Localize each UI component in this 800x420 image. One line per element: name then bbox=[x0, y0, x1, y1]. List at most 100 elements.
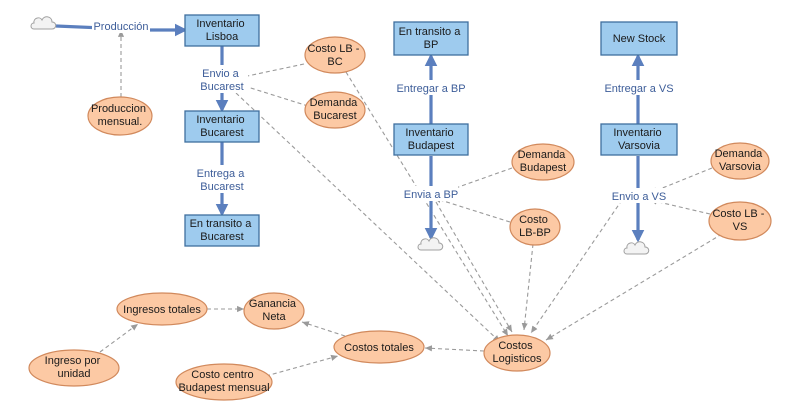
svg-text:Producción: Producción bbox=[93, 21, 148, 33]
svg-text:Envio a VS: Envio a VS bbox=[612, 191, 666, 203]
flow-label-entrega-bucarest[interactable]: Entrega a Bucarest bbox=[196, 165, 248, 193]
link-demanda-bucarest-to-envio-bucarest bbox=[237, 83, 309, 107]
stock-new-stock[interactable]: New Stock bbox=[600, 21, 678, 56]
aux-label-line: LB-BP bbox=[519, 227, 551, 239]
aux-produccion-mensual[interactable]: Produccion mensual. bbox=[87, 96, 153, 136]
flow-label-line: Producción bbox=[93, 21, 148, 33]
aux-costo-lb-bc[interactable]: Costo LB - BC bbox=[304, 36, 366, 74]
aux-label-line: Costos bbox=[498, 340, 533, 352]
stock-label-line: Inventario bbox=[405, 127, 453, 139]
aux-ingresos-totales[interactable]: Ingresos totales bbox=[116, 292, 208, 326]
aux-label-line: Budapest bbox=[520, 162, 566, 174]
cloud-icon bbox=[623, 241, 650, 255]
link-costo-lb-vs-to-costos-logisticos bbox=[545, 233, 723, 341]
stock-inventario-lisboa[interactable]: Inventario Lisboa bbox=[184, 14, 260, 47]
cloud-icon bbox=[30, 16, 57, 30]
svg-text:Costo LB - VS: Costo LB - VS bbox=[712, 208, 767, 233]
aux-label-line: Demanda bbox=[715, 148, 764, 160]
flow-label-line: Envia a BP bbox=[404, 189, 458, 201]
link-envia-bp-to-costos-logisticos bbox=[435, 201, 513, 333]
link-costo-lb-bc-to-costos-logisticos bbox=[345, 71, 509, 337]
link-costos-logisticos-to-costos-totales bbox=[424, 345, 485, 352]
flow-label-line: Bucarest bbox=[200, 181, 243, 193]
aux-label-line: mensual. bbox=[98, 116, 143, 128]
aux-label-line: Logisticos bbox=[493, 353, 542, 365]
aux-demanda-varsovia[interactable]: Demanda Varsovia bbox=[710, 142, 770, 180]
svg-text:Demanda Bucarest: Demanda Bucarest bbox=[310, 97, 361, 122]
aux-label-line: VS bbox=[733, 221, 748, 233]
aux-label-line: Varsovia bbox=[719, 161, 762, 173]
stock-inventario-varsovia[interactable]: Inventario Varsovia bbox=[600, 123, 678, 156]
svg-text:Envia a BP: Envia a BP bbox=[404, 189, 458, 201]
aux-costo-lb-bp[interactable]: Costo LB-BP bbox=[509, 208, 561, 246]
aux-demanda-budapest[interactable]: Demanda Budapest bbox=[511, 143, 575, 181]
aux-label-line: Costo LB - bbox=[712, 208, 764, 220]
aux-costos-logisticos[interactable]: Costos Logisticos bbox=[483, 334, 551, 372]
flow-label-line: Entrega a bbox=[197, 168, 246, 180]
svg-text:Ingresos totales: Ingresos totales bbox=[123, 304, 201, 316]
svg-text:Costo LB-BP: Costo LB-BP bbox=[519, 214, 551, 239]
svg-text:Inventario Budapest: Inventario Budapest bbox=[405, 127, 456, 152]
flow-label-entregar-vs[interactable]: Entregar a VS bbox=[604, 80, 674, 95]
svg-text:Costo centro Budapest me: Costo centro Budapest mensual bbox=[178, 369, 269, 394]
aux-label-line: Ganancia bbox=[249, 298, 297, 310]
aux-label-line: BC bbox=[327, 56, 342, 68]
svg-text:Ingreso por unidad: Ingreso por unidad bbox=[45, 355, 104, 380]
link-costo-lb-bc-to-envio-bucarest bbox=[237, 63, 305, 80]
stock-label-line: En transito a bbox=[399, 26, 462, 38]
stock-en-transito-bucarest[interactable]: En transito a Bucarest bbox=[184, 214, 260, 247]
aux-demanda-bucarest[interactable]: Demanda Bucarest bbox=[304, 91, 366, 129]
svg-text:Envio a Bucarest: Envio a Bucarest bbox=[200, 68, 243, 93]
flow-label-line: Envio a VS bbox=[612, 191, 666, 203]
svg-text:En transito a BP: En transito a BP bbox=[399, 26, 464, 51]
svg-text:Inventario Bucarest: Inventario Bucarest bbox=[196, 114, 247, 139]
flow-label-envio-vs[interactable]: Envio a VS bbox=[612, 188, 666, 203]
aux-costos-totales[interactable]: Costos totales bbox=[333, 330, 425, 364]
cloud-icon bbox=[417, 237, 444, 251]
svg-text:Costo LB - BC: Costo LB - BC bbox=[307, 43, 362, 68]
stock-label-line: BP bbox=[424, 39, 439, 51]
aux-label-line: Bucarest bbox=[313, 110, 356, 122]
svg-text:Costos Logisticos: Costos Logisticos bbox=[493, 340, 542, 365]
aux-costo-centro-budapest[interactable]: Costo centro Budapest mensual bbox=[175, 363, 273, 401]
flow-label-line: Bucarest bbox=[200, 81, 243, 93]
stock-inventario-budapest[interactable]: Inventario Budapest bbox=[393, 123, 469, 156]
aux-label-line: Neta bbox=[262, 311, 286, 323]
aux-label-line: unidad bbox=[57, 368, 90, 380]
link-costo-lb-bp-to-costos-logisticos bbox=[521, 243, 534, 331]
link-costo-centro-to-costos-totales bbox=[265, 354, 339, 377]
stock-label-line: Bucarest bbox=[200, 127, 243, 139]
svg-text:Produccion mensual.: Produccion mensual. bbox=[91, 103, 149, 128]
aux-label-line: Demanda bbox=[518, 149, 567, 161]
stock-label-line: New Stock bbox=[613, 33, 666, 45]
aux-label-line: Costo bbox=[519, 214, 548, 226]
stock-inventario-bucarest[interactable]: Inventario Bucarest bbox=[184, 110, 260, 143]
flow-label-produccion[interactable]: Producción bbox=[92, 18, 150, 33]
aux-label-line: Demanda bbox=[310, 97, 359, 109]
stock-label-line: En transito a bbox=[190, 218, 253, 230]
flow-label-entregar-bp[interactable]: Entregar a BP bbox=[396, 80, 466, 95]
aux-costo-lb-vs[interactable]: Costo LB - VS bbox=[708, 201, 772, 241]
flow-label-envio-bucarest[interactable]: Envio a Bucarest bbox=[196, 65, 248, 93]
flow-label-envia-bp[interactable]: Envia a BP bbox=[404, 186, 458, 201]
link-envio-bucarest-to-costos-logisticos bbox=[235, 92, 501, 343]
link-envio-vs-to-costos-logisticos bbox=[530, 199, 623, 334]
svg-text:Entregar a BP: Entregar a BP bbox=[396, 83, 465, 95]
stock-label-line: Budapest bbox=[408, 140, 454, 152]
aux-label-line: Ingresos totales bbox=[123, 304, 201, 316]
stock-label-line: Inventario bbox=[196, 114, 244, 126]
svg-text:Inventario Varsovia: Inventario Varsovia bbox=[613, 127, 664, 152]
stock-label-line: Lisboa bbox=[206, 31, 239, 43]
flow-label-line: Entregar a BP bbox=[396, 83, 465, 95]
aux-ingreso-por-unidad[interactable]: Ingreso por unidad bbox=[28, 349, 120, 387]
aux-ganancia-neta[interactable]: Ganancia Neta bbox=[243, 292, 305, 330]
aux-label-line: Costo LB - bbox=[307, 43, 359, 55]
svg-text:Demanda Varsovia: Demanda Varsovia bbox=[715, 148, 766, 173]
svg-text:Demanda Budapest: Demanda Budapest bbox=[518, 149, 569, 174]
stock-label-line: Bucarest bbox=[200, 231, 243, 243]
aux-label-line: Produccion bbox=[91, 103, 146, 115]
stock-en-transito-bp[interactable]: En transito a BP bbox=[393, 21, 469, 56]
link-ingreso-por-unidad-to-ingresos-totales bbox=[99, 323, 139, 353]
stock-label-line: Inventario bbox=[613, 127, 661, 139]
